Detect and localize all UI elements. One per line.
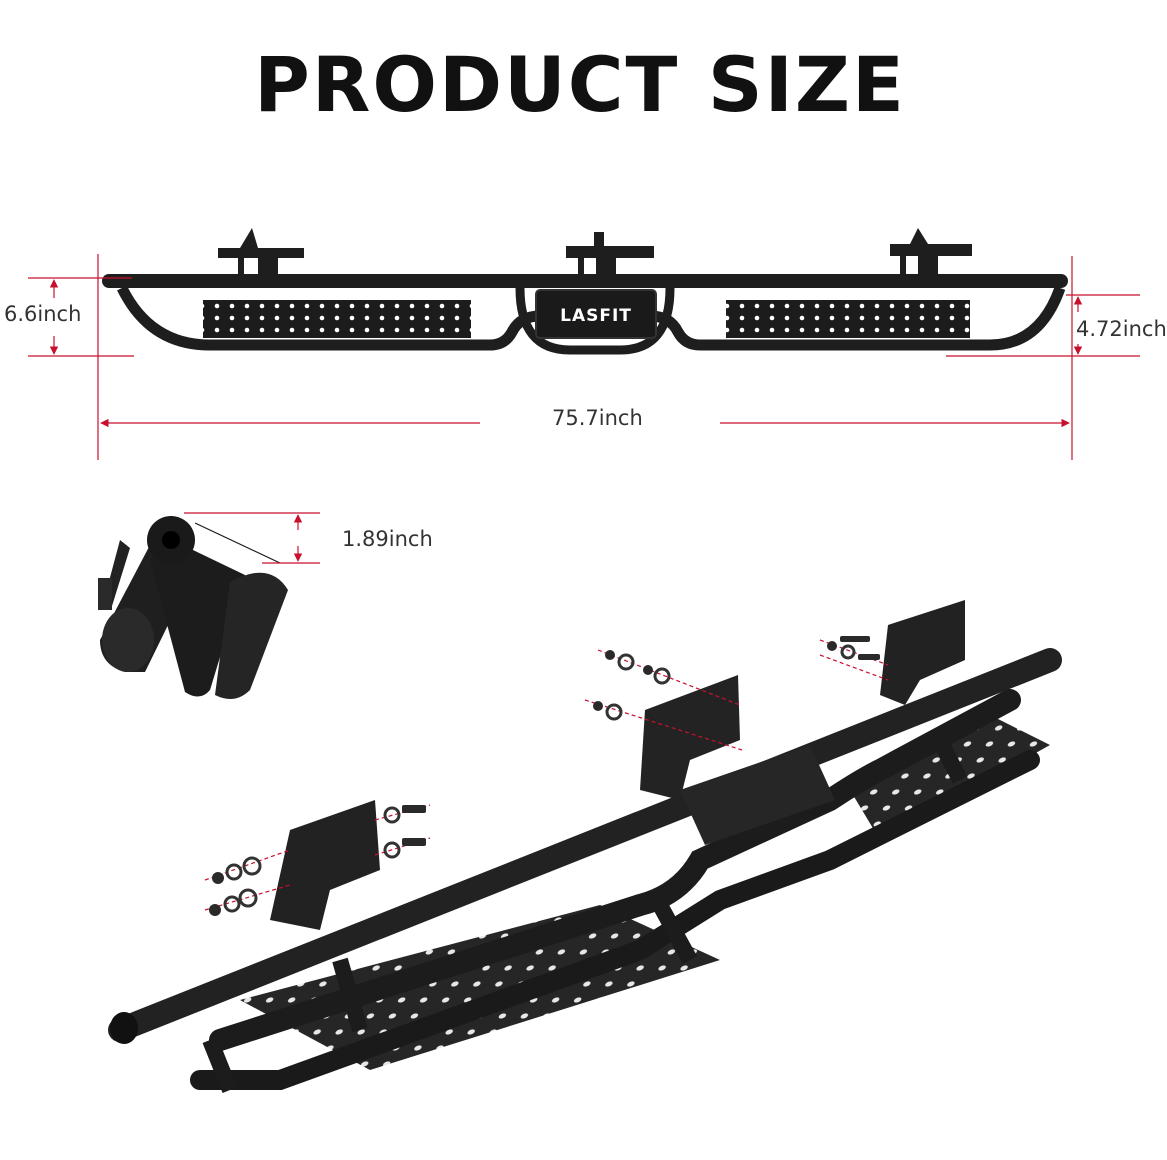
- mounting-hardware: [204, 636, 889, 916]
- side-step-perspective-view: [108, 600, 1062, 1093]
- logo-plate: [535, 289, 657, 339]
- perspective-step-plate-front: [240, 905, 720, 1070]
- perspective-main-tube: [108, 648, 1062, 1042]
- perspective-bracket-rear: [880, 600, 965, 705]
- dimension-tube-label: 1.89inch: [342, 527, 433, 551]
- mounting-bracket-left: [218, 228, 304, 276]
- main-tube: [102, 274, 1068, 288]
- dimension-height-label: 6.6inch: [4, 302, 82, 326]
- brand-logo: LASFIT: [560, 306, 632, 326]
- step-plate-right: [726, 300, 970, 338]
- dimension-length-label: 75.7inch: [552, 406, 643, 430]
- mounting-bracket-right: [890, 228, 972, 274]
- perspective-bracket-middle: [640, 675, 740, 800]
- mounting-bracket-middle: [566, 232, 654, 276]
- side-step-top-view: LASFIT: [102, 228, 1068, 355]
- tube-cross-section: [98, 516, 288, 699]
- dimension-lines: [28, 254, 1140, 460]
- page-title: PRODUCT SIZE: [254, 40, 906, 129]
- step-plate-left: [203, 300, 471, 338]
- tube-dimension-lines: [184, 512, 320, 564]
- perspective-logo-plate: [680, 745, 835, 845]
- perspective-bracket-front: [270, 800, 380, 930]
- dimension-side-height-label: 4.72inch: [1076, 317, 1167, 341]
